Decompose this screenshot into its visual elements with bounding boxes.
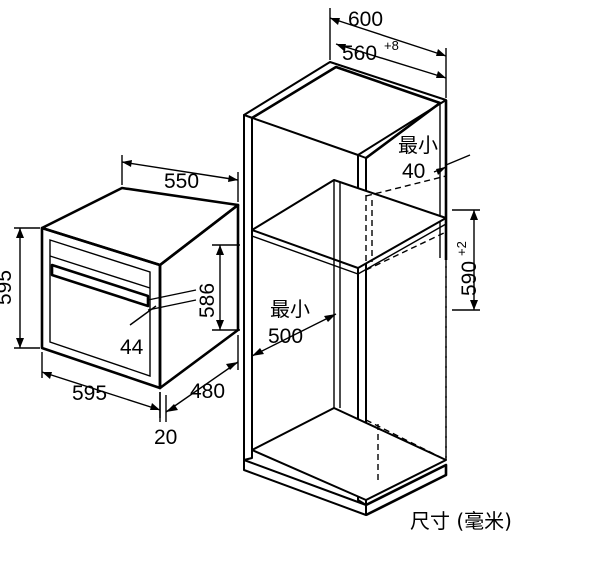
oven-door-frame [49, 239, 151, 377]
cabinet-outer-width-label: 600 [348, 8, 383, 31]
cabinet-bottom-shelf [251, 407, 447, 501]
cabinet-niche-height-tolerance: +2 [454, 241, 469, 256]
cabinet-niche-height-label: 590 [458, 261, 481, 296]
dimension-lines [14, 8, 480, 422]
cabinet-min-gap-label: 最小 [398, 133, 438, 157]
oven-handle [50, 263, 150, 308]
cabinet-min-gap-value: 40 [402, 160, 425, 183]
oven-width-top-label: 550 [164, 170, 199, 193]
cabinet-min-depth-value: 500 [268, 325, 303, 348]
oven-front-depth-label: 20 [154, 426, 177, 449]
oven-offset-label: 44 [120, 336, 144, 359]
oven-height-inner-label: 586 [196, 283, 219, 318]
cabinet-drawing [243, 61, 448, 517]
oven-depth-label: 480 [190, 380, 225, 403]
cabinet-min-depth-label: 最小 [270, 297, 310, 321]
cabinet-left-post [243, 114, 253, 461]
units-caption: 尺寸 (毫米) [410, 509, 512, 533]
oven-width-front-label: 595 [72, 382, 107, 405]
cabinet-inner-width-label: 560 [342, 42, 377, 65]
oven-height-left-label: 595 [0, 270, 16, 305]
cabinet-upper-shelf [251, 179, 447, 269]
oven-front-face [40, 226, 162, 390]
cabinet-inner-width-tolerance: +8 [384, 38, 399, 53]
oven-drawing [40, 186, 240, 390]
